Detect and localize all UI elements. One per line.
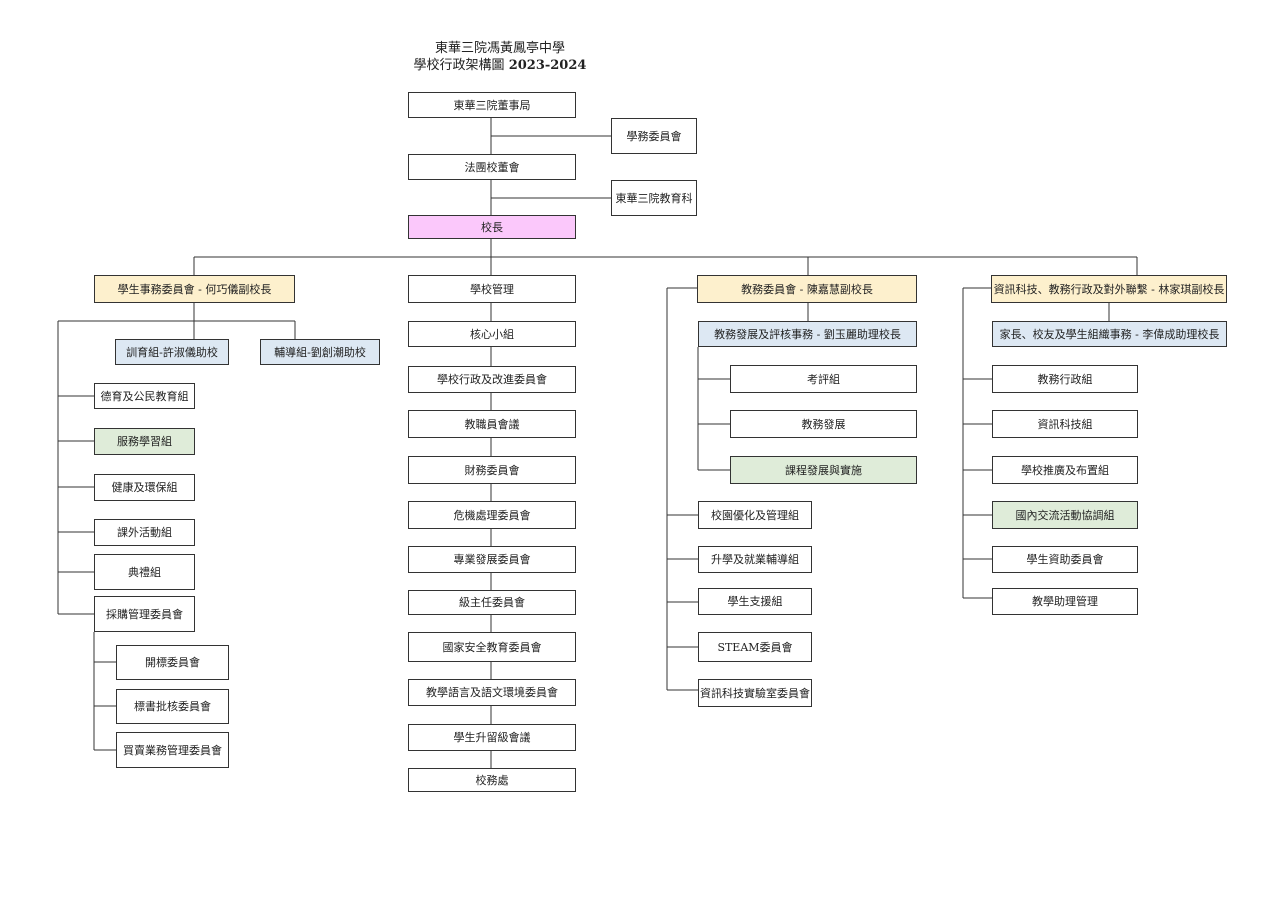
node-campus-improvement: 校園優化及管理組 bbox=[698, 501, 812, 529]
node-general-office: 校務處 bbox=[408, 768, 576, 792]
node-extracurricular: 課外活動組 bbox=[94, 519, 195, 546]
school-name: 東華三院馮黃鳳亭中學 bbox=[434, 41, 565, 56]
node-crisis-committee: 危機處理委員會 bbox=[408, 501, 576, 529]
node-student-aid-committee: 學生資助委員會 bbox=[992, 546, 1138, 573]
node-core-group: 核心小組 bbox=[408, 321, 576, 347]
chart-title-text: 學校行政架構圖 bbox=[413, 58, 509, 73]
node-national-security: 國家安全教育委員會 bbox=[408, 632, 576, 662]
node-student-affairs-committee: 學生事務委員會 - 何巧儀副校長 bbox=[94, 275, 295, 303]
node-discipline-group: 訓育組-許淑儀助校 bbox=[115, 339, 229, 365]
node-twgh-education-section: 東華三院教育科 bbox=[611, 180, 697, 216]
node-academic-development: 教務發展 bbox=[730, 410, 917, 438]
chart-year: 2023-2024 bbox=[508, 58, 587, 73]
node-medium-of-instruction: 教學語言及語文環境委員會 bbox=[408, 679, 576, 706]
node-board: 東華三院董事局 bbox=[408, 92, 576, 118]
node-academic-affairs-committee: 教務委員會 - 陳嘉慧副校長 bbox=[697, 275, 917, 303]
node-teaching-assistant-mgmt: 教學助理管理 bbox=[992, 588, 1138, 615]
node-it-admin-liaison: 資訊科技、教務行政及對外聯繫 - 林家琪副校長 bbox=[991, 275, 1227, 303]
node-service-learning: 服務學習組 bbox=[94, 428, 195, 455]
node-health-environment: 健康及環保組 bbox=[94, 474, 195, 501]
node-moral-civic-education: 德育及公民教育組 bbox=[94, 383, 195, 409]
node-curriculum-development: 課程發展與實施 bbox=[730, 456, 917, 484]
node-admin-improvement: 學校行政及改進委員會 bbox=[408, 366, 576, 393]
node-counselling-group: 輔導組-劉創潮助校 bbox=[260, 339, 380, 365]
node-professional-development: 專業發展委員會 bbox=[408, 546, 576, 573]
node-academic-admin-group: 教務行政組 bbox=[992, 365, 1138, 393]
node-tender-opening: 開標委員會 bbox=[116, 645, 229, 680]
node-school-management: 學校管理 bbox=[408, 275, 576, 303]
node-assessment-group: 考評組 bbox=[730, 365, 917, 393]
node-academic-committee: 學務委員會 bbox=[611, 118, 697, 154]
node-steam-committee: STEAM委員會 bbox=[698, 632, 812, 662]
node-it-group: 資訊科技組 bbox=[992, 410, 1138, 438]
node-it-lab-committee: 資訊科技實驗室委員會 bbox=[698, 679, 812, 707]
node-trading-committee: 買賣業務管理委員會 bbox=[116, 732, 229, 768]
node-tender-approval: 標書批核委員會 bbox=[116, 689, 229, 724]
node-staff-meeting: 教職員會議 bbox=[408, 410, 576, 438]
chart-title: 學校行政架構圖 2023-2024 bbox=[380, 57, 620, 74]
node-school-management-committee: 法團校董會 bbox=[408, 154, 576, 180]
node-career-guidance: 升學及就業輔導組 bbox=[698, 546, 812, 573]
node-parents-alumni-affairs: 家長、校友及學生組織事務 - 李偉成助理校長 bbox=[992, 321, 1227, 347]
node-finance-committee: 財務委員會 bbox=[408, 456, 576, 484]
node-promotion-meeting: 學生升留級會議 bbox=[408, 724, 576, 751]
node-mainland-exchange: 國內交流活動協調組 bbox=[992, 501, 1138, 529]
node-academic-dev-evaluation: 教務發展及評核事務 - 劉玉麗助理校長 bbox=[698, 321, 917, 347]
node-procurement-committee: 採購管理委員會 bbox=[94, 596, 195, 632]
node-form-teachers: 級主任委員會 bbox=[408, 590, 576, 615]
node-promotion-layout: 學校推廣及布置組 bbox=[992, 456, 1138, 484]
node-principal: 校長 bbox=[408, 215, 576, 239]
node-student-support: 學生支援組 bbox=[698, 588, 812, 615]
node-ceremony: 典禮組 bbox=[94, 554, 195, 590]
